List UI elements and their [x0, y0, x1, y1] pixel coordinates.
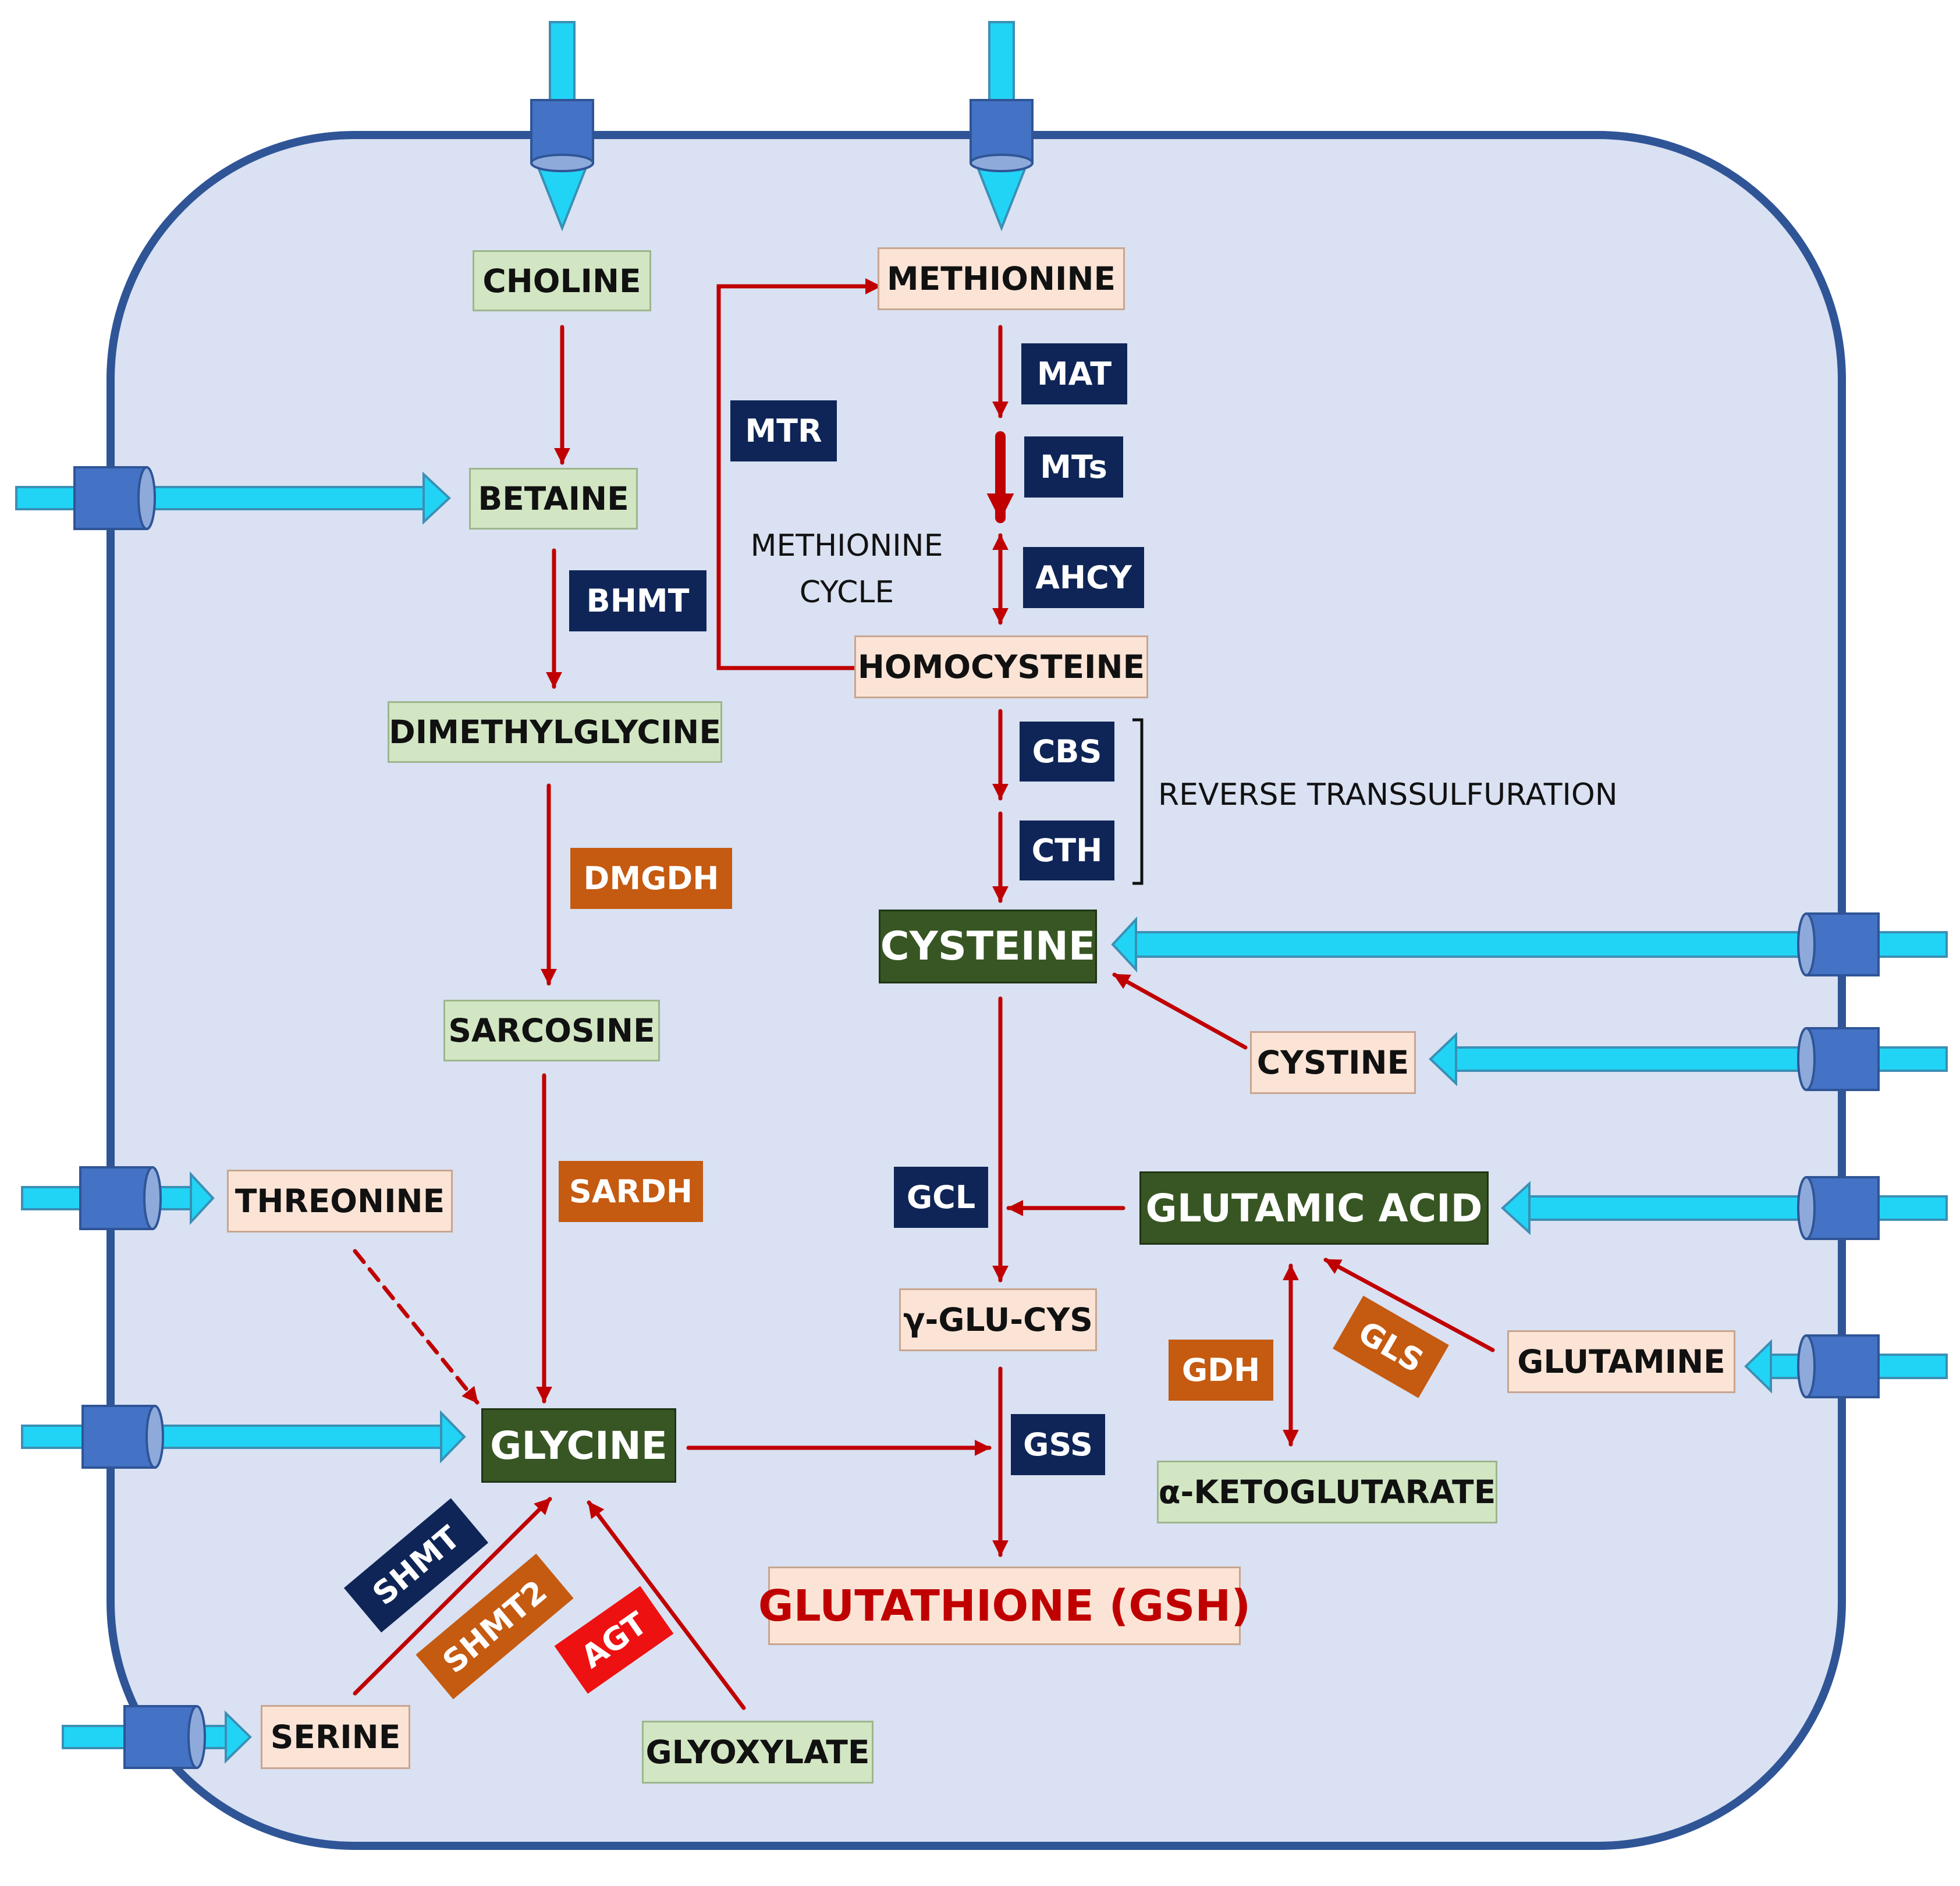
arrow-homocysteine-to-methionine-mtr: [716, 278, 882, 670]
glycine-transporter: [81, 1405, 164, 1469]
arrow-threonine-to-glycine: [353, 1249, 480, 1405]
methionine-cycle-label-line2: CYCLE: [799, 575, 894, 610]
methionine-transporter: [970, 99, 1034, 172]
gss-enzyme: GSS: [1011, 1414, 1105, 1475]
reverse-transsulfuration-label: REVERSE TRANSSULFURATION: [1158, 777, 1618, 812]
glutamine-transporter: [1797, 1334, 1880, 1398]
cbs-enzyme: CBS: [1020, 722, 1114, 782]
bhmt-enzyme: BHMT: [569, 570, 706, 631]
glycine-box: GLYCINE: [481, 1408, 676, 1483]
arrow-glutamine-to-glutamic-acid: [1323, 1258, 1495, 1352]
ahcy-enzyme: AHCY: [1023, 547, 1144, 608]
methionine-box: METHIONINE: [878, 247, 1125, 310]
cysteine-transporter: [1797, 912, 1880, 976]
cth-enzyme: CTH: [1020, 821, 1114, 880]
cystine-transporter: [1797, 1027, 1880, 1091]
choline-transporter: [530, 99, 594, 172]
cystine-box: CYSTINE: [1250, 1031, 1416, 1094]
methionine-cycle-label-line1: METHIONINE: [750, 528, 943, 563]
choline-box: CHOLINE: [473, 250, 651, 311]
glyoxylate-box: GLYOXYLATE: [642, 1721, 874, 1784]
sarcosine-box: SARCOSINE: [443, 1000, 660, 1061]
mtr-enzyme: MTR: [730, 400, 837, 461]
dimethylglycine-box: DIMETHYLGLYCINE: [388, 701, 722, 763]
transsulfuration-bracket: [1132, 718, 1144, 885]
glutamine-box: GLUTAMINE: [1507, 1330, 1735, 1393]
betaine-box: BETAINE: [469, 468, 638, 530]
dmgdh-enzyme: DMGDH: [570, 848, 732, 909]
mts-enzyme: MTs: [1024, 436, 1123, 498]
arrow-cystine-to-cysteine: [1112, 972, 1248, 1050]
serine-box: SERINE: [261, 1705, 410, 1769]
betaine-transporter: [73, 466, 156, 530]
glutamic-acid-transporter: [1797, 1176, 1880, 1240]
gcl-enzyme: GCL: [894, 1167, 988, 1228]
ketoglutarate-box: α-KETOGLUTARATE: [1157, 1461, 1497, 1523]
glutathione-box: GLUTATHIONE (GSH): [758, 1567, 1251, 1645]
gdh-enzyme: GDH: [1169, 1340, 1273, 1401]
glutamic-acid-box: GLUTAMIC ACID: [1139, 1171, 1489, 1245]
glu-cys-box: γ-GLU-CYS: [899, 1288, 1097, 1351]
threonine-box: THREONINE: [227, 1170, 453, 1233]
arrow-glyoxylate-to-glycine: [587, 1500, 746, 1710]
sardh-enzyme: SARDH: [559, 1161, 703, 1222]
threonine-transporter: [79, 1166, 162, 1230]
cysteine-box: CYSTEINE: [879, 910, 1097, 983]
arrow-serine-to-glycine: [353, 1497, 552, 1696]
serine-transporter: [123, 1705, 206, 1769]
mat-enzyme: MAT: [1021, 343, 1127, 404]
homocysteine-box: HOMOCYSTEINE: [854, 635, 1148, 698]
